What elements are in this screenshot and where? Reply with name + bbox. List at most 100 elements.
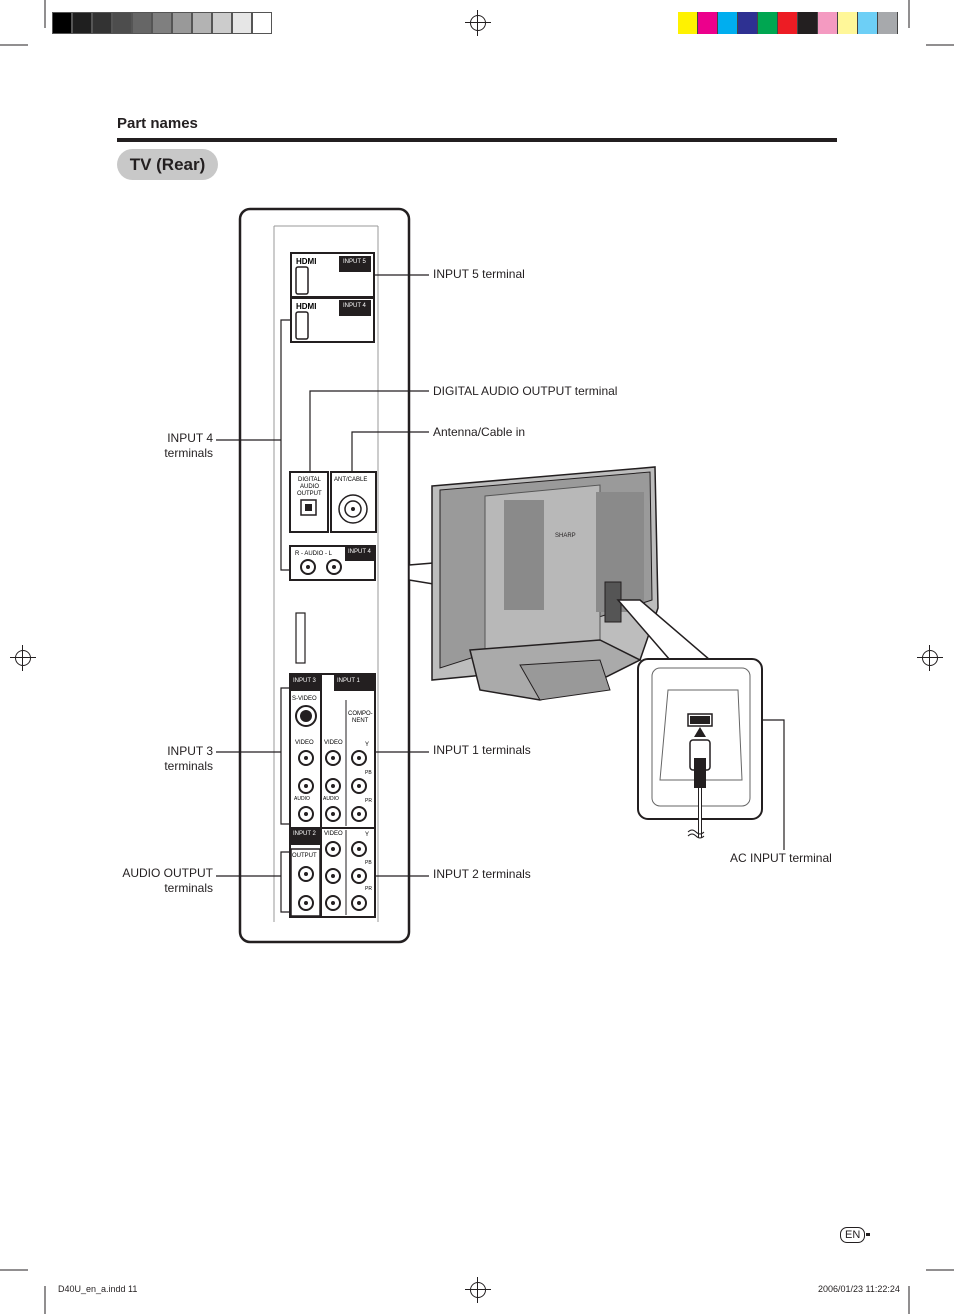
color-swatch (212, 12, 232, 34)
page-title: TV (Rear) (117, 149, 218, 180)
rca-jack-center (357, 784, 361, 788)
label-antenna: Antenna/Cable in (433, 425, 526, 439)
page-bullet (866, 1233, 870, 1236)
rca-jack-center (357, 847, 361, 851)
rca-jack-center (331, 784, 335, 788)
color-swatch (718, 12, 738, 34)
rca-jack-center (357, 756, 361, 760)
label-input3: INPUT 3 terminals (130, 744, 213, 774)
pr1-panel-label: PR (365, 798, 372, 804)
rca-jack-center (304, 784, 308, 788)
rca-jack-center (331, 901, 335, 905)
label-input4-line1: INPUT 4 (167, 431, 213, 445)
pb1-panel-label: PB (365, 770, 372, 776)
raudiol-panel-label: R - AUDIO - L (295, 551, 333, 557)
color-swatch (232, 12, 252, 34)
registration-mark-left (10, 645, 36, 671)
label-input4-line2: terminals (164, 446, 213, 460)
rca-jack-center (331, 847, 335, 851)
color-swatch (858, 12, 878, 34)
pr2-panel-label: PR (365, 886, 372, 892)
compo-panel-label: COMPO- (348, 711, 373, 717)
ant-panel-label: ANT/CABLE (334, 477, 367, 483)
grayscale-bar (52, 12, 272, 34)
registration-mark-right (917, 645, 943, 671)
page-language-badge: EN (840, 1227, 866, 1243)
color-swatch (92, 12, 112, 34)
label-input2: INPUT 2 terminals (433, 867, 531, 881)
y2-panel-label: Y (365, 832, 369, 838)
output2-panel-label: OUTPUT (292, 853, 317, 859)
color-swatch (678, 12, 698, 34)
input4-panel-label: INPUT 4 (343, 303, 367, 309)
rca-jack-center (304, 901, 308, 905)
label-digital-audio: DIGITAL AUDIO OUTPUT terminal (433, 384, 618, 398)
color-swatch (738, 12, 758, 34)
digital-panel-label: DIGITAL (298, 477, 322, 483)
hdmi-logo-5: HDMI (296, 257, 316, 266)
rca-jack-center (331, 874, 335, 878)
audio-panel-label: AUDIO (300, 484, 319, 490)
hdmi-logo-4: HDMI (296, 302, 316, 311)
video2-panel-label: VIDEO (324, 831, 343, 837)
color-swatch (838, 12, 858, 34)
label-ac-input: AC INPUT terminal (730, 851, 832, 865)
hdmi-input4-group: HDMI INPUT 4 (290, 297, 375, 343)
section-rule (117, 138, 837, 142)
process-color-bar (678, 12, 898, 34)
color-swatch (172, 12, 192, 34)
input1-panel-label: INPUT 1 (337, 678, 361, 684)
input4-audio-panel-label: INPUT 4 (348, 549, 372, 555)
audio1-panel-label: AUDIO (323, 796, 339, 802)
input5-panel-label: INPUT 5 (343, 259, 367, 265)
registration-mark-bottom (465, 1277, 491, 1303)
tv-rear-illustration: SHARP (431, 466, 659, 701)
label-input1: INPUT 1 terminals (433, 743, 531, 757)
pb2-panel-label: PB (365, 860, 372, 866)
label-input5: INPUT 5 terminal (433, 267, 525, 281)
label-input3-line2: terminals (164, 759, 213, 773)
label-input4: INPUT 4 terminals (130, 431, 213, 461)
video1-panel-label: VIDEO (324, 740, 343, 746)
color-swatch (698, 12, 718, 34)
color-swatch (818, 12, 838, 34)
rca-jack-center (331, 756, 335, 760)
color-swatch (72, 12, 92, 34)
color-swatch (878, 12, 898, 34)
footer-date: 2006/01/23 11:22:24 (818, 1284, 900, 1294)
color-swatch (192, 12, 212, 34)
footer-file: D40U_en_a.indd 11 (58, 1284, 138, 1294)
rca-jack-center (357, 901, 361, 905)
rca-jack-center (331, 812, 335, 816)
label-audio-output-line2: terminals (164, 881, 213, 895)
video3-panel-label: VIDEO (295, 740, 314, 746)
registration-mark-top (465, 10, 491, 36)
rca-jack-center (304, 756, 308, 760)
y1-panel-label: Y (365, 742, 369, 748)
rca-jack-center (357, 812, 361, 816)
color-swatch (252, 12, 272, 34)
rca-jack-center (304, 812, 308, 816)
ac-input-zoom (637, 658, 763, 839)
section-title: Part names (117, 115, 198, 132)
color-swatch (52, 12, 72, 34)
label-audio-output: AUDIO OUTPUT terminals (100, 866, 213, 896)
tv-brand-label: SHARP (555, 533, 576, 539)
hdmi-input5-group: HDMI INPUT 5 (290, 252, 375, 298)
svideo-panel-label: S-VIDEO (292, 696, 317, 702)
label-input3-line1: INPUT 3 (167, 744, 213, 758)
color-swatch (112, 12, 132, 34)
input3-panel-label: INPUT 3 (293, 678, 317, 684)
rca-jack-center (304, 872, 308, 876)
color-swatch (152, 12, 172, 34)
color-swatch (798, 12, 818, 34)
output-panel-label: OUTPUT (297, 491, 322, 497)
input2-panel-label: INPUT 2 (293, 831, 317, 837)
audio3-panel-label: AUDIO (294, 796, 310, 802)
rca-jack-center (357, 874, 361, 878)
color-swatch (758, 12, 778, 34)
color-swatch (132, 12, 152, 34)
label-audio-output-line1: AUDIO OUTPUT (122, 866, 213, 880)
